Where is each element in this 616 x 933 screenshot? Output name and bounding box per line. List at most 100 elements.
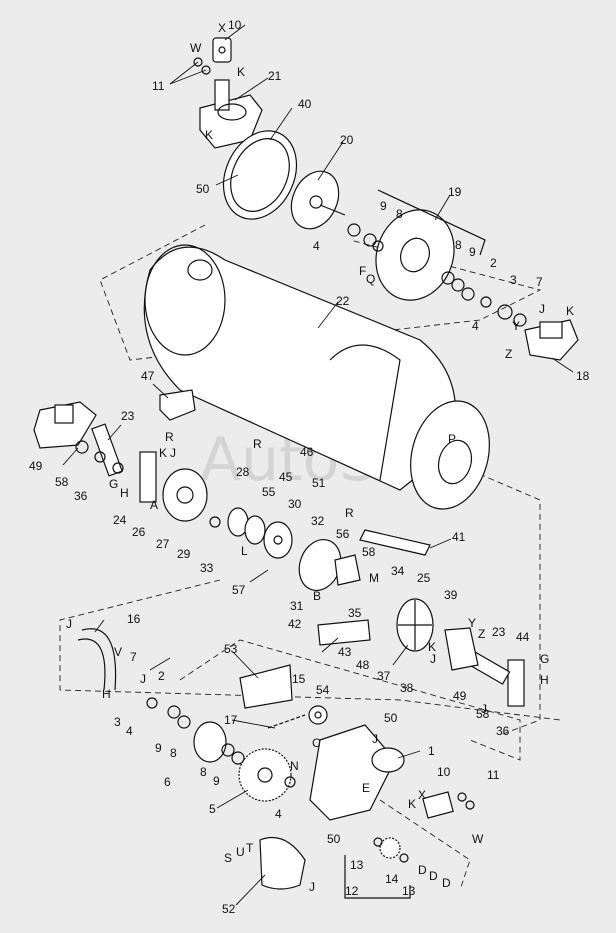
callout-label-47: 47 — [141, 369, 155, 383]
callout-label-Za: Z — [505, 347, 512, 361]
part-19-plate — [375, 189, 486, 301]
callout-label-42: 42 — [288, 617, 302, 631]
callout-label-Kd: K — [159, 446, 167, 460]
washers-left — [75, 440, 124, 474]
callout-label-P: P — [448, 432, 456, 446]
callout-label-Jf: J — [140, 672, 146, 686]
callout-label-55: 55 — [262, 485, 276, 499]
callout-label-50b: 50 — [384, 711, 398, 725]
callout-label-53: 53 — [224, 642, 238, 656]
callout-label-56: 56 — [336, 527, 350, 541]
callout-label-Jd: J — [481, 702, 487, 716]
callout-label-Xa: X — [218, 21, 226, 35]
callout-label-H1: H — [120, 486, 129, 500]
callout-label-11b: 11 — [487, 768, 500, 782]
callout-label-43: 43 — [338, 645, 352, 659]
part-24-plate-left — [139, 451, 157, 503]
callout-label-10a: 10 — [228, 18, 242, 32]
callout-label-D3: D — [442, 876, 451, 890]
callout-label-52: 52 — [222, 902, 236, 916]
callout-label-26: 26 — [132, 525, 146, 539]
callout-label-24: 24 — [113, 513, 127, 527]
leader-lines — [62, 24, 574, 906]
part-20-hub-plate — [290, 170, 346, 230]
callout-label-Yb: Y — [468, 616, 476, 630]
part-14-gear — [344, 837, 411, 899]
callout-label-34: 34 — [391, 564, 405, 578]
callout-label-16: 16 — [127, 612, 141, 626]
callout-label-8d: 8 — [200, 765, 207, 779]
callout-label-7a: 7 — [536, 275, 543, 289]
callout-label-19: 19 — [448, 185, 462, 199]
part-30-pulley — [263, 521, 293, 559]
callout-label-4c: 4 — [126, 724, 133, 738]
callout-label-4d: 4 — [275, 807, 282, 821]
callout-label-Kb: K — [205, 128, 213, 142]
callout-label-9c: 9 — [155, 741, 162, 755]
callout-label-2a: 2 — [490, 256, 497, 270]
part-17-chain — [267, 714, 306, 729]
callout-label-20: 20 — [340, 133, 354, 147]
callout-label-Rc: R — [345, 506, 354, 520]
callout-label-21: 21 — [268, 69, 282, 83]
callout-label-L: L — [241, 544, 248, 558]
part-37-wheel — [396, 598, 434, 652]
callout-label-15: 15 — [292, 672, 306, 686]
part-47-cover — [159, 389, 196, 421]
part-53-bracket — [239, 664, 293, 709]
part-11-bolts-top — [169, 57, 211, 85]
callout-label-Ya: Y — [512, 319, 520, 333]
callout-label-Ke: K — [428, 640, 436, 654]
callout-label-17: 17 — [224, 713, 238, 727]
callout-label-18: 18 — [576, 369, 590, 383]
callout-label-11a: 11 — [152, 79, 165, 93]
callout-label-Wb: W — [472, 832, 484, 846]
callout-label-49b: 49 — [453, 689, 467, 703]
callout-label-48: 48 — [356, 658, 370, 672]
callout-label-23a: 23 — [121, 409, 135, 423]
callout-label-14: 14 — [385, 872, 399, 886]
callout-label-9b: 9 — [469, 245, 476, 259]
callout-label-Wa: W — [190, 41, 202, 55]
callout-label-Kc: K — [566, 304, 574, 318]
callout-label-V: V — [114, 645, 122, 659]
callout-label-Jh: J — [309, 880, 315, 894]
callout-label-35: 35 — [348, 606, 362, 620]
part-16-spring — [77, 628, 117, 691]
callout-label-37: 37 — [377, 669, 391, 683]
part-18-bracket — [524, 319, 579, 361]
part-41-shaft — [359, 529, 431, 556]
callout-label-3a: 3 — [510, 273, 517, 287]
callout-label-E: E — [362, 781, 370, 795]
callout-label-54: 54 — [316, 683, 330, 697]
callout-label-G2: G — [540, 652, 549, 666]
callout-label-50c: 50 — [327, 832, 341, 846]
part-15-sprocket — [308, 705, 328, 725]
callout-label-25: 25 — [417, 571, 431, 585]
callout-label-29: 29 — [177, 547, 191, 561]
part-21-housing — [199, 79, 263, 149]
callout-label-8a: 8 — [396, 207, 403, 221]
callout-label-30: 30 — [288, 497, 302, 511]
callout-label-38: 38 — [400, 681, 414, 695]
callout-label-3b: 3 — [114, 715, 121, 729]
callout-label-4a: 4 — [313, 239, 320, 253]
part-6-plate — [193, 721, 227, 763]
part-44-plate-right — [507, 659, 525, 707]
callout-label-H2: H — [540, 673, 549, 687]
part-39-mount — [444, 627, 479, 671]
callout-label-13b: 13 — [402, 884, 416, 898]
callout-label-D1: D — [418, 863, 427, 877]
callout-label-Jc: J — [430, 652, 436, 666]
part-55-disc — [244, 515, 266, 545]
callout-label-Zb: Z — [478, 627, 485, 641]
callout-label-33: 33 — [200, 561, 214, 575]
callout-label-D2: D — [429, 869, 438, 883]
callout-label-5: 5 — [209, 802, 216, 816]
part-11-bolts-bottom — [457, 792, 475, 810]
part-26-gearbox — [162, 468, 208, 522]
callout-label-32: 32 — [311, 514, 325, 528]
callout-label-23b: 23 — [492, 625, 506, 639]
callout-label-Rb: R — [253, 437, 262, 451]
